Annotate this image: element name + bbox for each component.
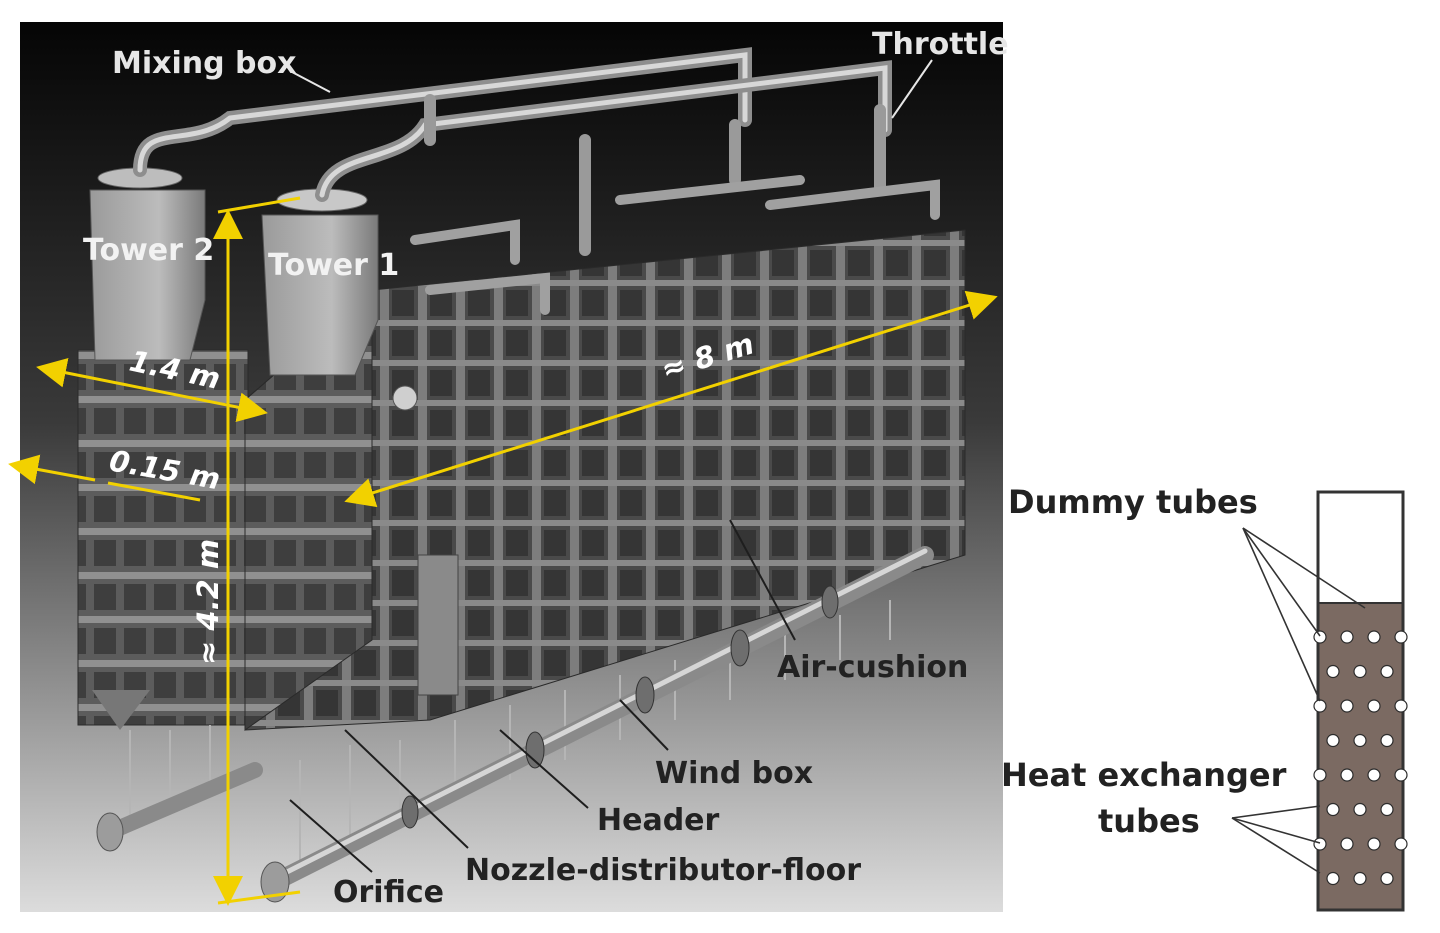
height-tick-bottom [217, 890, 301, 905]
tube-circle [1394, 768, 1408, 782]
tube-circle [1380, 802, 1394, 817]
tube-circle [1340, 837, 1354, 851]
tube-circle [1380, 733, 1394, 748]
tube-circle [1326, 871, 1340, 886]
tube-circle [1380, 664, 1394, 679]
tube-circle [1340, 630, 1354, 644]
mixing-box-label: Mixing box [112, 46, 296, 81]
schematic-leaders [1231, 527, 1366, 874]
tube-circle [1353, 802, 1367, 817]
tube-circle [1394, 699, 1408, 713]
tube-circle [1353, 871, 1367, 886]
tube-circle [1313, 768, 1327, 782]
tube-circle [1313, 837, 1327, 851]
length-arrow [344, 290, 998, 508]
tube-circle [1367, 630, 1381, 644]
leader-lines [289, 59, 933, 873]
tube-circle [1394, 630, 1408, 644]
tube-circle [1367, 768, 1381, 782]
tower-1-label: Tower 1 [268, 248, 399, 283]
tube-grid [1313, 630, 1408, 886]
tube-circle [1313, 630, 1327, 644]
header-label: Header [597, 803, 720, 838]
bed-region [1319, 603, 1402, 909]
tube-circle [1367, 837, 1381, 851]
dummy-tubes-label: Dummy tubes [1008, 483, 1258, 521]
tube-circle [1326, 733, 1340, 748]
gap-arrow-right [107, 481, 201, 502]
tube-circle [1326, 664, 1340, 679]
tube-circle [1340, 699, 1354, 713]
tube-circle [1340, 768, 1354, 782]
wind-box-label: Wind box [655, 756, 813, 791]
dimension-arrows [8, 196, 998, 906]
tube-circle [1326, 802, 1340, 817]
tube-circle [1380, 871, 1394, 886]
tube-circle [1394, 837, 1408, 851]
nozzle-distributor-floor-label: Nozzle-distributor-floor [465, 853, 861, 888]
tower-2-label: Tower 2 [83, 233, 214, 268]
air-cushion-label: Air-cushion [777, 650, 968, 685]
tube-circle [1367, 699, 1381, 713]
height-tick-top [217, 196, 301, 214]
tube-circle [1353, 733, 1367, 748]
tube-circle [1313, 699, 1327, 713]
height-dimension-label: ≈ 4.2 m [191, 539, 225, 665]
gap-arrow [8, 454, 96, 485]
tube-circle [1353, 664, 1367, 679]
tube-bank-schematic: Dummy tubes Heat exchanger tubes [1001, 483, 1408, 912]
heat-exchanger-label-line1: Heat exchanger [1001, 756, 1287, 794]
orifice-label: Orifice [333, 875, 444, 910]
top-piping [133, 47, 940, 315]
throttle-label: Throttle [872, 27, 1009, 62]
apparatus-rendering: Mixing box Throttle Tower 2 Tower 1 Air-… [8, 22, 1009, 912]
heat-exchanger-label-line2: tubes [1098, 802, 1200, 840]
